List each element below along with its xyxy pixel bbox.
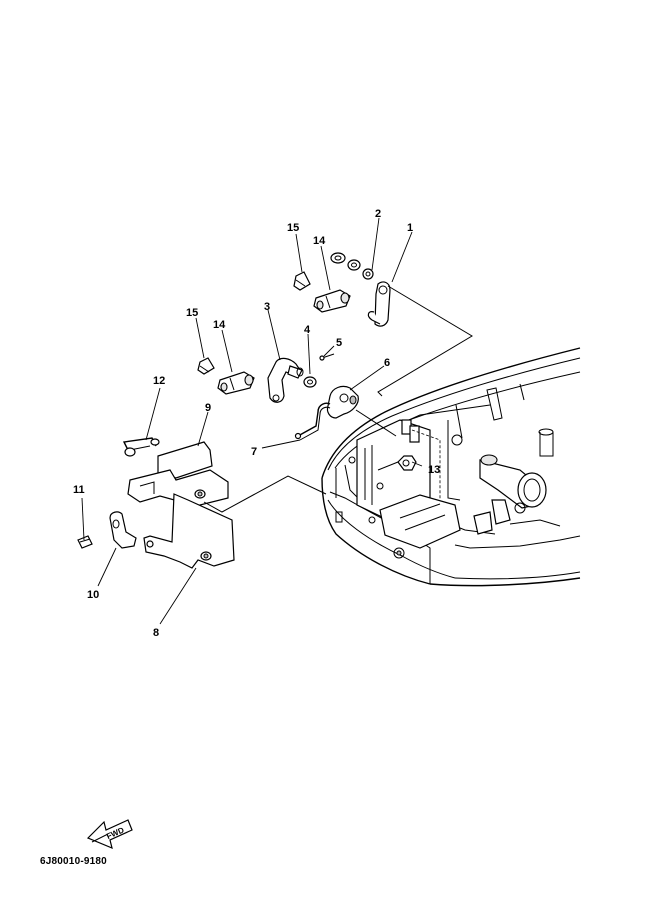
callout-6: 6 [384, 357, 390, 369]
callout-10: 10 [87, 589, 99, 601]
bottom-cowling [321, 347, 581, 587]
part-15-clip-upper [293, 271, 311, 291]
callout-8: 8 [153, 627, 159, 639]
assembly-lines [203, 285, 473, 513]
part-code-label: 6J80010-9180 [40, 856, 107, 867]
part-5-pin [319, 353, 335, 361]
callout-1: 1 [407, 222, 413, 234]
part-15-clip-lower [197, 357, 215, 375]
part-3-lever [267, 357, 304, 403]
callout-3: 3 [264, 301, 270, 313]
callouts: 1 2 3 4 5 6 7 8 9 10 11 12 13 14 14 15 1… [73, 208, 440, 639]
part-4-washer [303, 376, 317, 388]
part-2-washers [330, 252, 374, 280]
part-12-spring [122, 437, 160, 457]
fwd-arrow-icon: FWD [86, 819, 133, 850]
callout-14-upper: 14 [313, 235, 326, 247]
part-13-nut [397, 455, 417, 471]
callout-4: 4 [304, 324, 311, 336]
callout-15-lower: 15 [186, 307, 198, 319]
fwd-label: FWD [105, 825, 126, 841]
leader-lines [81, 217, 423, 625]
part-10-holder [109, 511, 137, 549]
part-8-plate [143, 493, 235, 569]
part-14-joint-lower [217, 371, 255, 395]
part-9-bracket [127, 441, 229, 507]
callout-9: 9 [205, 402, 211, 414]
callout-7: 7 [251, 446, 257, 458]
part-7-rod [294, 402, 331, 441]
callout-13: 13 [428, 464, 440, 476]
callout-5: 5 [336, 337, 342, 349]
callout-2: 2 [375, 208, 381, 220]
callout-14-lower: 14 [213, 319, 226, 331]
part-11-bolt [77, 535, 93, 549]
part-6-link [326, 385, 359, 419]
callout-11: 11 [73, 484, 85, 496]
part-14-joint-upper [313, 289, 351, 313]
callout-12: 12 [153, 375, 165, 387]
part-1-lever [367, 281, 391, 327]
callout-15-upper: 15 [287, 222, 299, 234]
